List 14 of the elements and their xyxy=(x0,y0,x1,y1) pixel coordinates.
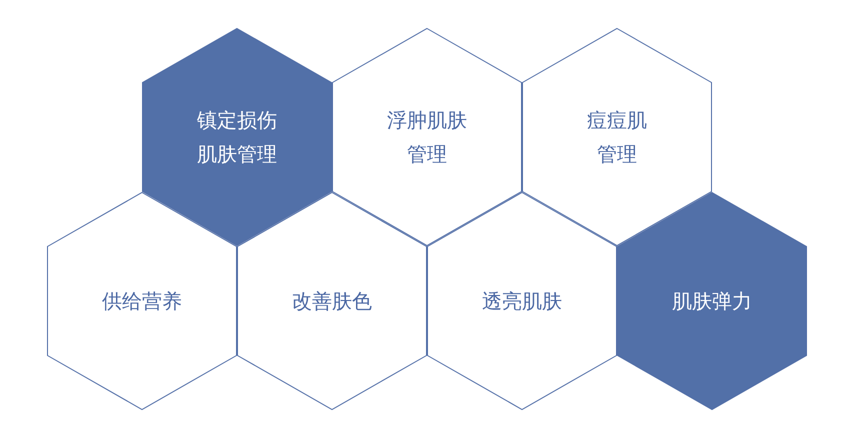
hexagon-tile xyxy=(617,192,807,410)
tile-label: 浮肿肌肤管理 xyxy=(387,107,467,168)
tile-label: 痘痘肌管理 xyxy=(587,107,647,168)
hexagon-tile xyxy=(427,192,617,410)
hexagon-tile xyxy=(522,28,712,246)
tile-label: 透亮肌肤 xyxy=(481,288,563,315)
hexagon-tile xyxy=(332,28,522,246)
tile-label: 供给营养 xyxy=(101,288,183,315)
tile-label: 改善肤色 xyxy=(291,288,373,315)
tile-label: 镇定损伤肌肤管理 xyxy=(197,107,277,168)
hexagon-tile xyxy=(47,192,237,410)
tile-label: 肌肤弹力 xyxy=(671,288,753,315)
hexagon-tile xyxy=(142,28,332,246)
hexagon-tile xyxy=(237,192,427,410)
